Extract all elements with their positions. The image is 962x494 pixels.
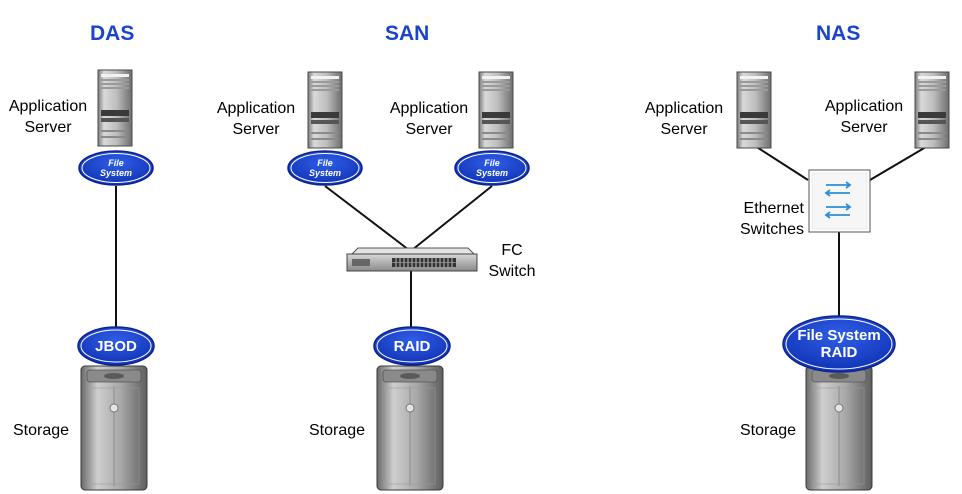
- ethernet-switch-label-line1: Ethernet: [743, 200, 804, 217]
- nas-server-2-label: Application Server: [814, 96, 914, 138]
- san-server1-to-switch-line: [324, 185, 410, 251]
- san-server2-to-switch-line: [411, 185, 493, 251]
- das-storage-label: Storage: [13, 422, 70, 439]
- fc-switch-label-line1: FC: [501, 242, 523, 259]
- server-label-line2: Server: [405, 121, 453, 138]
- fs-line2: System: [475, 168, 509, 178]
- nas-server2-to-switch-line: [869, 143, 932, 181]
- server-label-line2: Server: [232, 121, 280, 138]
- ethernet-switch-label: Ethernet Switches: [716, 198, 804, 240]
- server-label-line1: Application: [824, 98, 904, 115]
- fs-line1: File: [484, 158, 500, 168]
- nas-application-server-1-icon: [736, 71, 772, 149]
- nas-title: NAS: [816, 22, 861, 45]
- das-application-server-icon: [97, 69, 133, 147]
- san-file-system-text-1: File System: [295, 158, 355, 178]
- nas-storage-unit-icon: [805, 365, 873, 491]
- connection-lines: [115, 143, 932, 330]
- fs-line1: File: [108, 158, 124, 168]
- san-storage-label: Storage: [309, 422, 366, 439]
- server-label-line2: Server: [840, 119, 888, 136]
- fs-line2: System: [308, 168, 342, 178]
- san-application-server-1-icon: [307, 71, 343, 149]
- das-storage-unit-icon: [80, 365, 148, 491]
- server-label-line1: Application: [8, 98, 88, 115]
- jbod-oval: [77, 326, 155, 366]
- nas-device-label-line1: File System: [797, 327, 881, 344]
- switch-arrows-icon: [824, 181, 852, 219]
- das-title: DAS: [90, 22, 135, 45]
- raid-label: RAID: [393, 338, 431, 355]
- fs-line2: System: [99, 168, 133, 178]
- file-system-raid-label: File System RAID: [783, 327, 895, 361]
- das-file-system-text: File System: [86, 158, 146, 178]
- san-server-1-label: Application Server: [206, 98, 306, 140]
- nas-application-server-2-icon: [914, 71, 950, 149]
- san-server-2-label: Application Server: [379, 98, 479, 140]
- raid-oval: [373, 326, 451, 366]
- server-label-line1: Application: [389, 100, 469, 117]
- fc-switch-label: FC Switch: [482, 240, 542, 282]
- nas-device-label-line2: RAID: [820, 344, 858, 361]
- san-application-server-2-icon: [478, 71, 514, 149]
- jbod-label: JBOD: [95, 338, 137, 355]
- san-title: SAN: [385, 22, 430, 45]
- san-file-system-text-2: File System: [462, 158, 522, 178]
- server-label-line2: Server: [24, 119, 72, 136]
- nas-storage-label: Storage: [740, 422, 797, 439]
- fc-switch-icon: [346, 247, 478, 272]
- das-server-label: Application Server: [0, 96, 96, 138]
- file-system-raid-oval: [782, 315, 896, 373]
- server-label-line2: Server: [660, 121, 708, 138]
- nas-server1-to-switch-line: [751, 143, 809, 181]
- fc-switch-label-line2: Switch: [488, 263, 536, 280]
- ethernet-switch-icon: [808, 169, 871, 233]
- server-label-line1: Application: [644, 100, 724, 117]
- server-label-line1: Application: [216, 100, 296, 117]
- san-storage-unit-icon: [376, 365, 444, 491]
- fs-line1: File: [317, 158, 333, 168]
- nas-server-1-label: Application Server: [634, 98, 734, 140]
- ethernet-switch-label-line2: Switches: [739, 221, 804, 238]
